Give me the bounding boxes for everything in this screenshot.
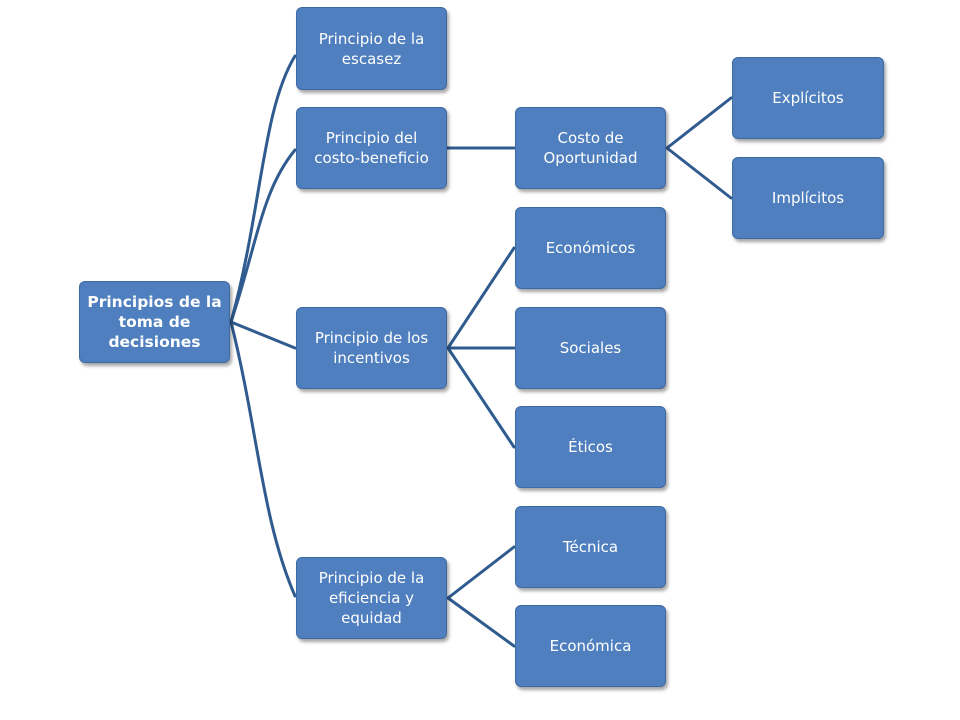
node-sociales: Sociales: [515, 307, 666, 389]
node-principio-costo-beneficio: Principio del costo-beneficio: [296, 107, 447, 189]
node-economica: Económica: [515, 605, 666, 687]
node-costo-oportunidad: Costo de Oportunidad: [515, 107, 666, 189]
node-implicitos: Implícitos: [732, 157, 884, 239]
node-tecnica: Técnica: [515, 506, 666, 588]
node-label: Implícitos: [771, 189, 845, 207]
connector-oportunidad-explicitos: [665, 96, 733, 150]
node-label: Principio del costo-beneficio: [314, 129, 429, 167]
node-label: Principios de la toma de decisiones: [87, 293, 222, 351]
node-economicos: Económicos: [515, 207, 666, 289]
node-label: Éticos: [568, 438, 613, 456]
node-root-principios-toma-decisiones: Principios de la toma de decisiones: [79, 281, 230, 363]
node-label: Sociales: [559, 339, 622, 357]
node-eticos: Éticos: [515, 406, 666, 488]
node-label: Económica: [549, 637, 632, 655]
node-label: Técnica: [562, 538, 619, 556]
node-label: Principio de los incentivos: [314, 329, 429, 367]
connector-root-escasez: [229, 54, 297, 324]
connector-root-incentivos: [229, 320, 297, 350]
connector-incentivos-eticos: [446, 346, 516, 449]
node-label: Principio de la eficiencia y equidad: [318, 569, 425, 627]
node-label: Explícitos: [772, 89, 844, 107]
node-label: Principio de la escasez: [318, 29, 425, 68]
connector-incentivos-economicos: [446, 246, 516, 350]
node-principio-eficiencia-equidad: Principio de la eficiencia y equidad: [296, 557, 447, 639]
node-principio-escasez: Principio de la escasez: [296, 7, 447, 90]
connector-eficiencia-economica: [446, 596, 516, 648]
connector-root-eficiencia: [229, 320, 297, 598]
node-principio-incentivos: Principio de los incentivos: [296, 307, 447, 389]
connector-oportunidad-implicitos: [665, 146, 733, 200]
connector-root-costo-beneficio: [229, 148, 297, 324]
connector-eficiencia-tecnica: [446, 545, 516, 600]
node-label: Costo de Oportunidad: [543, 129, 638, 167]
node-label: Económicos: [545, 239, 636, 257]
node-explicitos: Explícitos: [732, 57, 884, 139]
